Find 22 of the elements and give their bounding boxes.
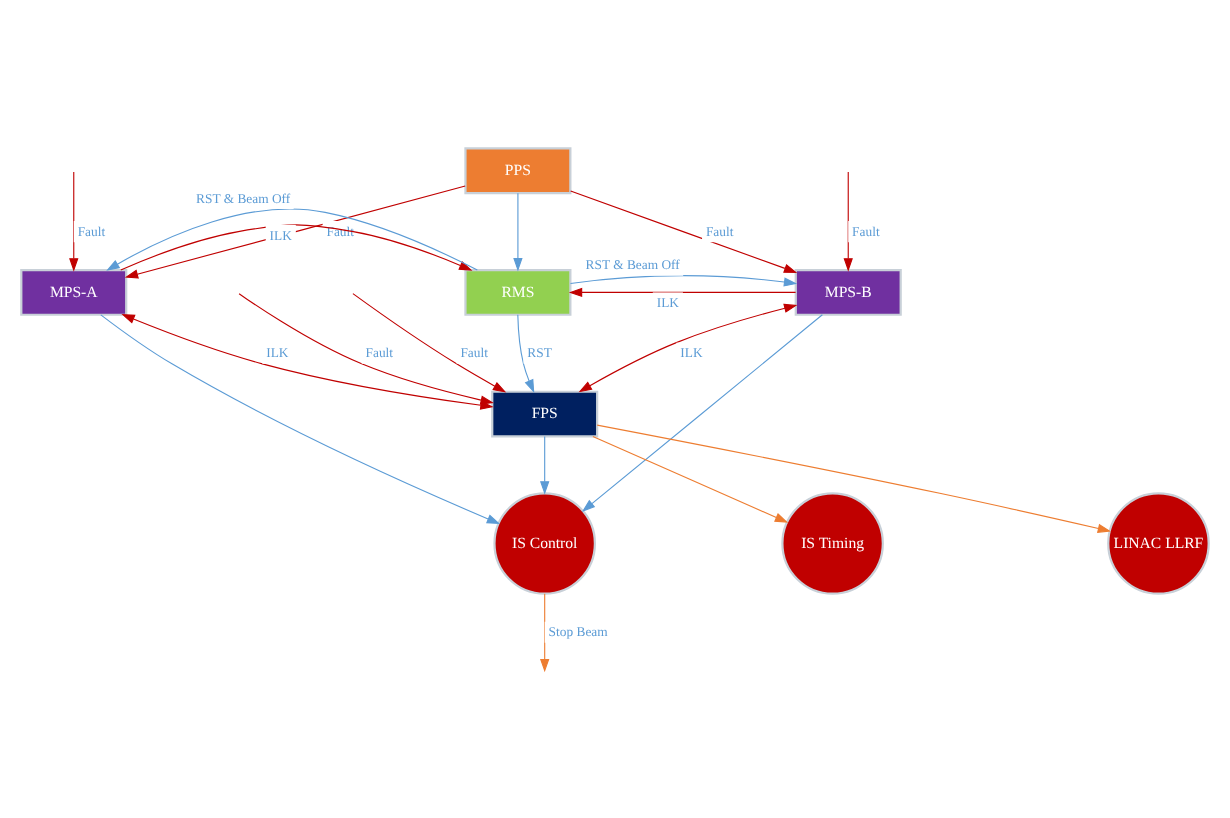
node-circle: IS Timing [781, 491, 884, 594]
arrow [513, 191, 523, 271]
node-box: MPS-A [20, 268, 128, 315]
arrow [106, 207, 478, 270]
arrow [581, 313, 823, 511]
node-box: MPS-B [794, 268, 902, 315]
arrow [578, 302, 798, 392]
arrow [569, 274, 798, 286]
arrow [100, 313, 501, 524]
node-box: FPS [491, 389, 599, 437]
arrow [843, 170, 853, 271]
arrow [352, 292, 507, 392]
arrow [596, 423, 1112, 532]
node-circle: LINAC LLRF [1107, 491, 1210, 594]
arrow [592, 434, 789, 522]
arrow [570, 189, 798, 272]
arrow [540, 592, 550, 672]
node-box: RMS [464, 268, 572, 315]
arrow [517, 313, 535, 393]
node-box: PPS [464, 146, 572, 194]
arrow [69, 170, 79, 271]
arrow [540, 434, 550, 494]
